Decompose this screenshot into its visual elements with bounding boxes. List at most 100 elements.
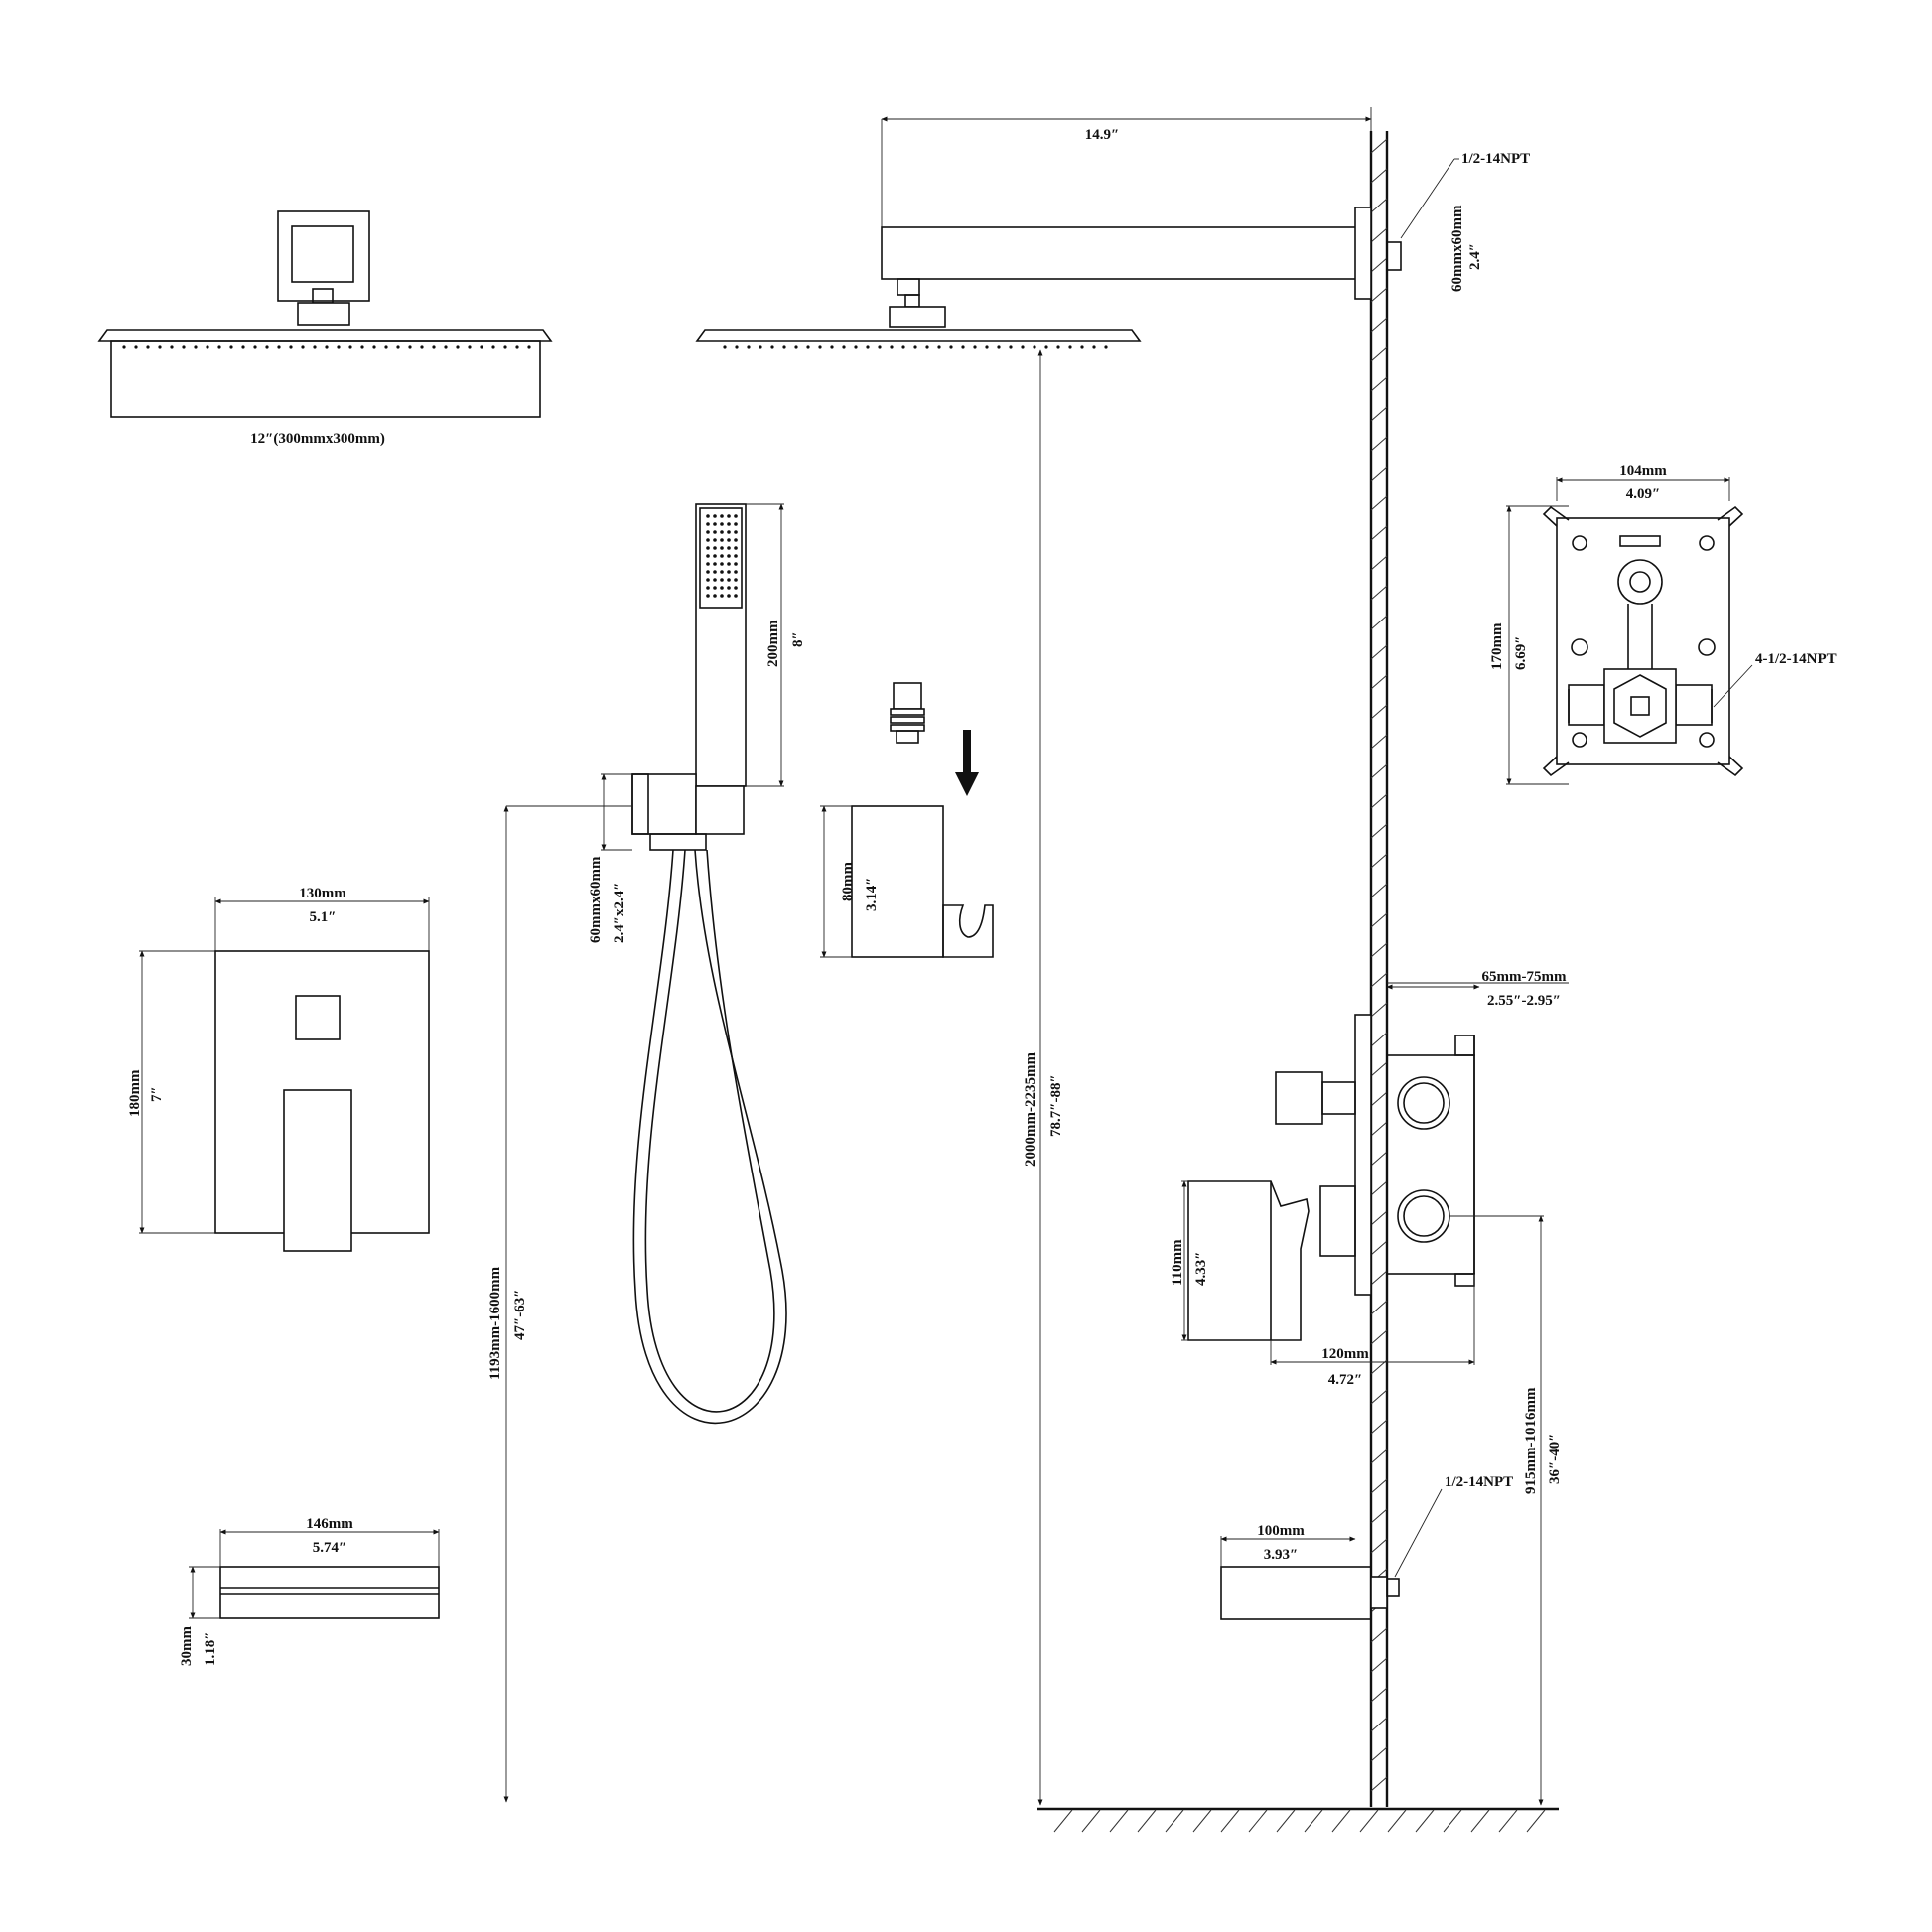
wall-hatch-line	[1370, 1300, 1388, 1315]
spray-dot	[720, 578, 724, 582]
holder-in-label: 3.14″	[864, 877, 880, 911]
spray-dot	[706, 570, 710, 574]
nozzle-dot	[134, 345, 138, 349]
nozzle-dot	[277, 345, 281, 349]
valve-thread-label: 4-1/2-14NPT	[1755, 651, 1837, 667]
nozzle-dot	[890, 345, 894, 349]
spray-dot	[734, 578, 738, 582]
nozzle-dot	[1080, 345, 1084, 349]
nozzle-dot	[253, 345, 257, 349]
nozzle-dot	[961, 345, 965, 349]
floor-hatch-line	[1304, 1809, 1323, 1833]
nozzle-dot	[182, 345, 186, 349]
shower-head-front-view: 12″(300mmx300mm)	[97, 210, 553, 447]
wall-hatch-line	[1370, 1419, 1388, 1435]
spray-dot	[713, 554, 717, 558]
wall-hatch-line	[1370, 1210, 1388, 1226]
floor-hatch-line	[1276, 1809, 1296, 1833]
elbow-height-mm-label: 1193mm-1600mm	[487, 1266, 503, 1380]
spray-dot	[706, 530, 710, 534]
spray-dot	[734, 538, 738, 542]
wall-hatch-line	[1370, 585, 1388, 601]
spray-dot	[713, 514, 717, 518]
spray-dot	[734, 586, 738, 590]
wall-hatch-line	[1370, 466, 1388, 482]
wall-hatch-line	[1370, 555, 1388, 571]
nozzle-dot	[1056, 345, 1060, 349]
nozzle-dot	[830, 345, 834, 349]
wall-hatch-line	[1370, 883, 1388, 898]
nozzle-dot	[949, 345, 953, 349]
spray-dot	[727, 594, 731, 598]
nozzle-dot	[1009, 345, 1013, 349]
floor-hatch-line	[1165, 1809, 1184, 1833]
valve-height-range-in-label: 36″-40″	[1547, 1433, 1563, 1484]
spray-dot	[734, 554, 738, 558]
trim-width-mm-label: 130mm	[299, 886, 346, 901]
wall-hatch-line	[1370, 198, 1388, 213]
wall-hatch-line	[1370, 227, 1388, 243]
nozzle-dot	[217, 345, 221, 349]
wall-hatch-line	[1370, 1180, 1388, 1196]
spray-dot	[727, 530, 731, 534]
floor-hatch-line	[1248, 1809, 1268, 1833]
nozzle-dot	[229, 345, 233, 349]
spray-dot	[706, 546, 710, 550]
floor-hatch-line	[1415, 1809, 1435, 1833]
spray-dot	[713, 570, 717, 574]
wall-hatch-line	[1370, 615, 1388, 630]
wall-hatch-line	[1370, 138, 1388, 154]
nozzle-dot	[194, 345, 198, 349]
arm-thread-label: 1/2-14NPT	[1461, 151, 1530, 167]
spray-dot	[734, 530, 738, 534]
spray-dot	[706, 522, 710, 526]
spray-dot	[734, 562, 738, 566]
spray-dot	[727, 586, 731, 590]
floor-hatch-line	[1498, 1809, 1518, 1833]
nozzle-dot	[913, 345, 917, 349]
nozzle-dot	[265, 345, 269, 349]
spray-dot	[720, 570, 724, 574]
spray-dot	[720, 546, 724, 550]
wall-hatch-line	[1370, 1121, 1388, 1137]
nozzle-dot	[146, 345, 150, 349]
nozzle-dot	[420, 345, 424, 349]
nozzle-dot	[770, 345, 774, 349]
nozzle-dot	[480, 345, 483, 349]
arm-length-label: 14.9″	[1085, 127, 1120, 143]
wall-hatch-line	[1370, 1746, 1388, 1762]
spray-dot	[734, 546, 738, 550]
nozzle-dot	[337, 345, 341, 349]
spray-dot	[713, 586, 717, 590]
wall-hatch-line	[1370, 674, 1388, 690]
spray-dot	[727, 570, 731, 574]
spray-dot	[720, 594, 724, 598]
wall-hatch-line	[1370, 525, 1388, 541]
floor-line	[1037, 1807, 1559, 1833]
spray-dot	[727, 514, 731, 518]
shower-arm-side-view: 14.9″ 1/2-14NPT 60mmx60mm 2.4″	[695, 107, 1530, 349]
spray-dot	[706, 538, 710, 542]
wall-hatch-line	[1370, 1329, 1388, 1345]
nozzle-dot	[241, 345, 245, 349]
nozzle-dot	[170, 345, 174, 349]
floor-hatch-line	[1192, 1809, 1212, 1833]
spray-dot	[706, 562, 710, 566]
nozzle-dot	[301, 345, 305, 349]
wall-hatch-line	[1370, 1478, 1388, 1494]
spray-dot	[713, 562, 717, 566]
wall-hatch-line	[1370, 257, 1388, 273]
holder-mm-label: 80mm	[840, 862, 856, 901]
valve-height-range-mm-label: 915mm-1016mm	[1523, 1387, 1539, 1494]
nozzle-dot	[444, 345, 448, 349]
spray-dot	[720, 522, 724, 526]
wall-hatch-line	[1370, 376, 1388, 392]
nozzle-dot	[818, 345, 822, 349]
tub-w-in-label: 5.74″	[313, 1540, 347, 1556]
nozzle-dot	[325, 345, 329, 349]
wall-hatch-line	[1370, 942, 1388, 958]
trim-width-in-label: 5.1″	[309, 909, 336, 925]
floor-hatch-line	[1053, 1809, 1073, 1833]
valve-trim-plate: 130mm 5.1″ 180mm 7″	[127, 886, 430, 1252]
